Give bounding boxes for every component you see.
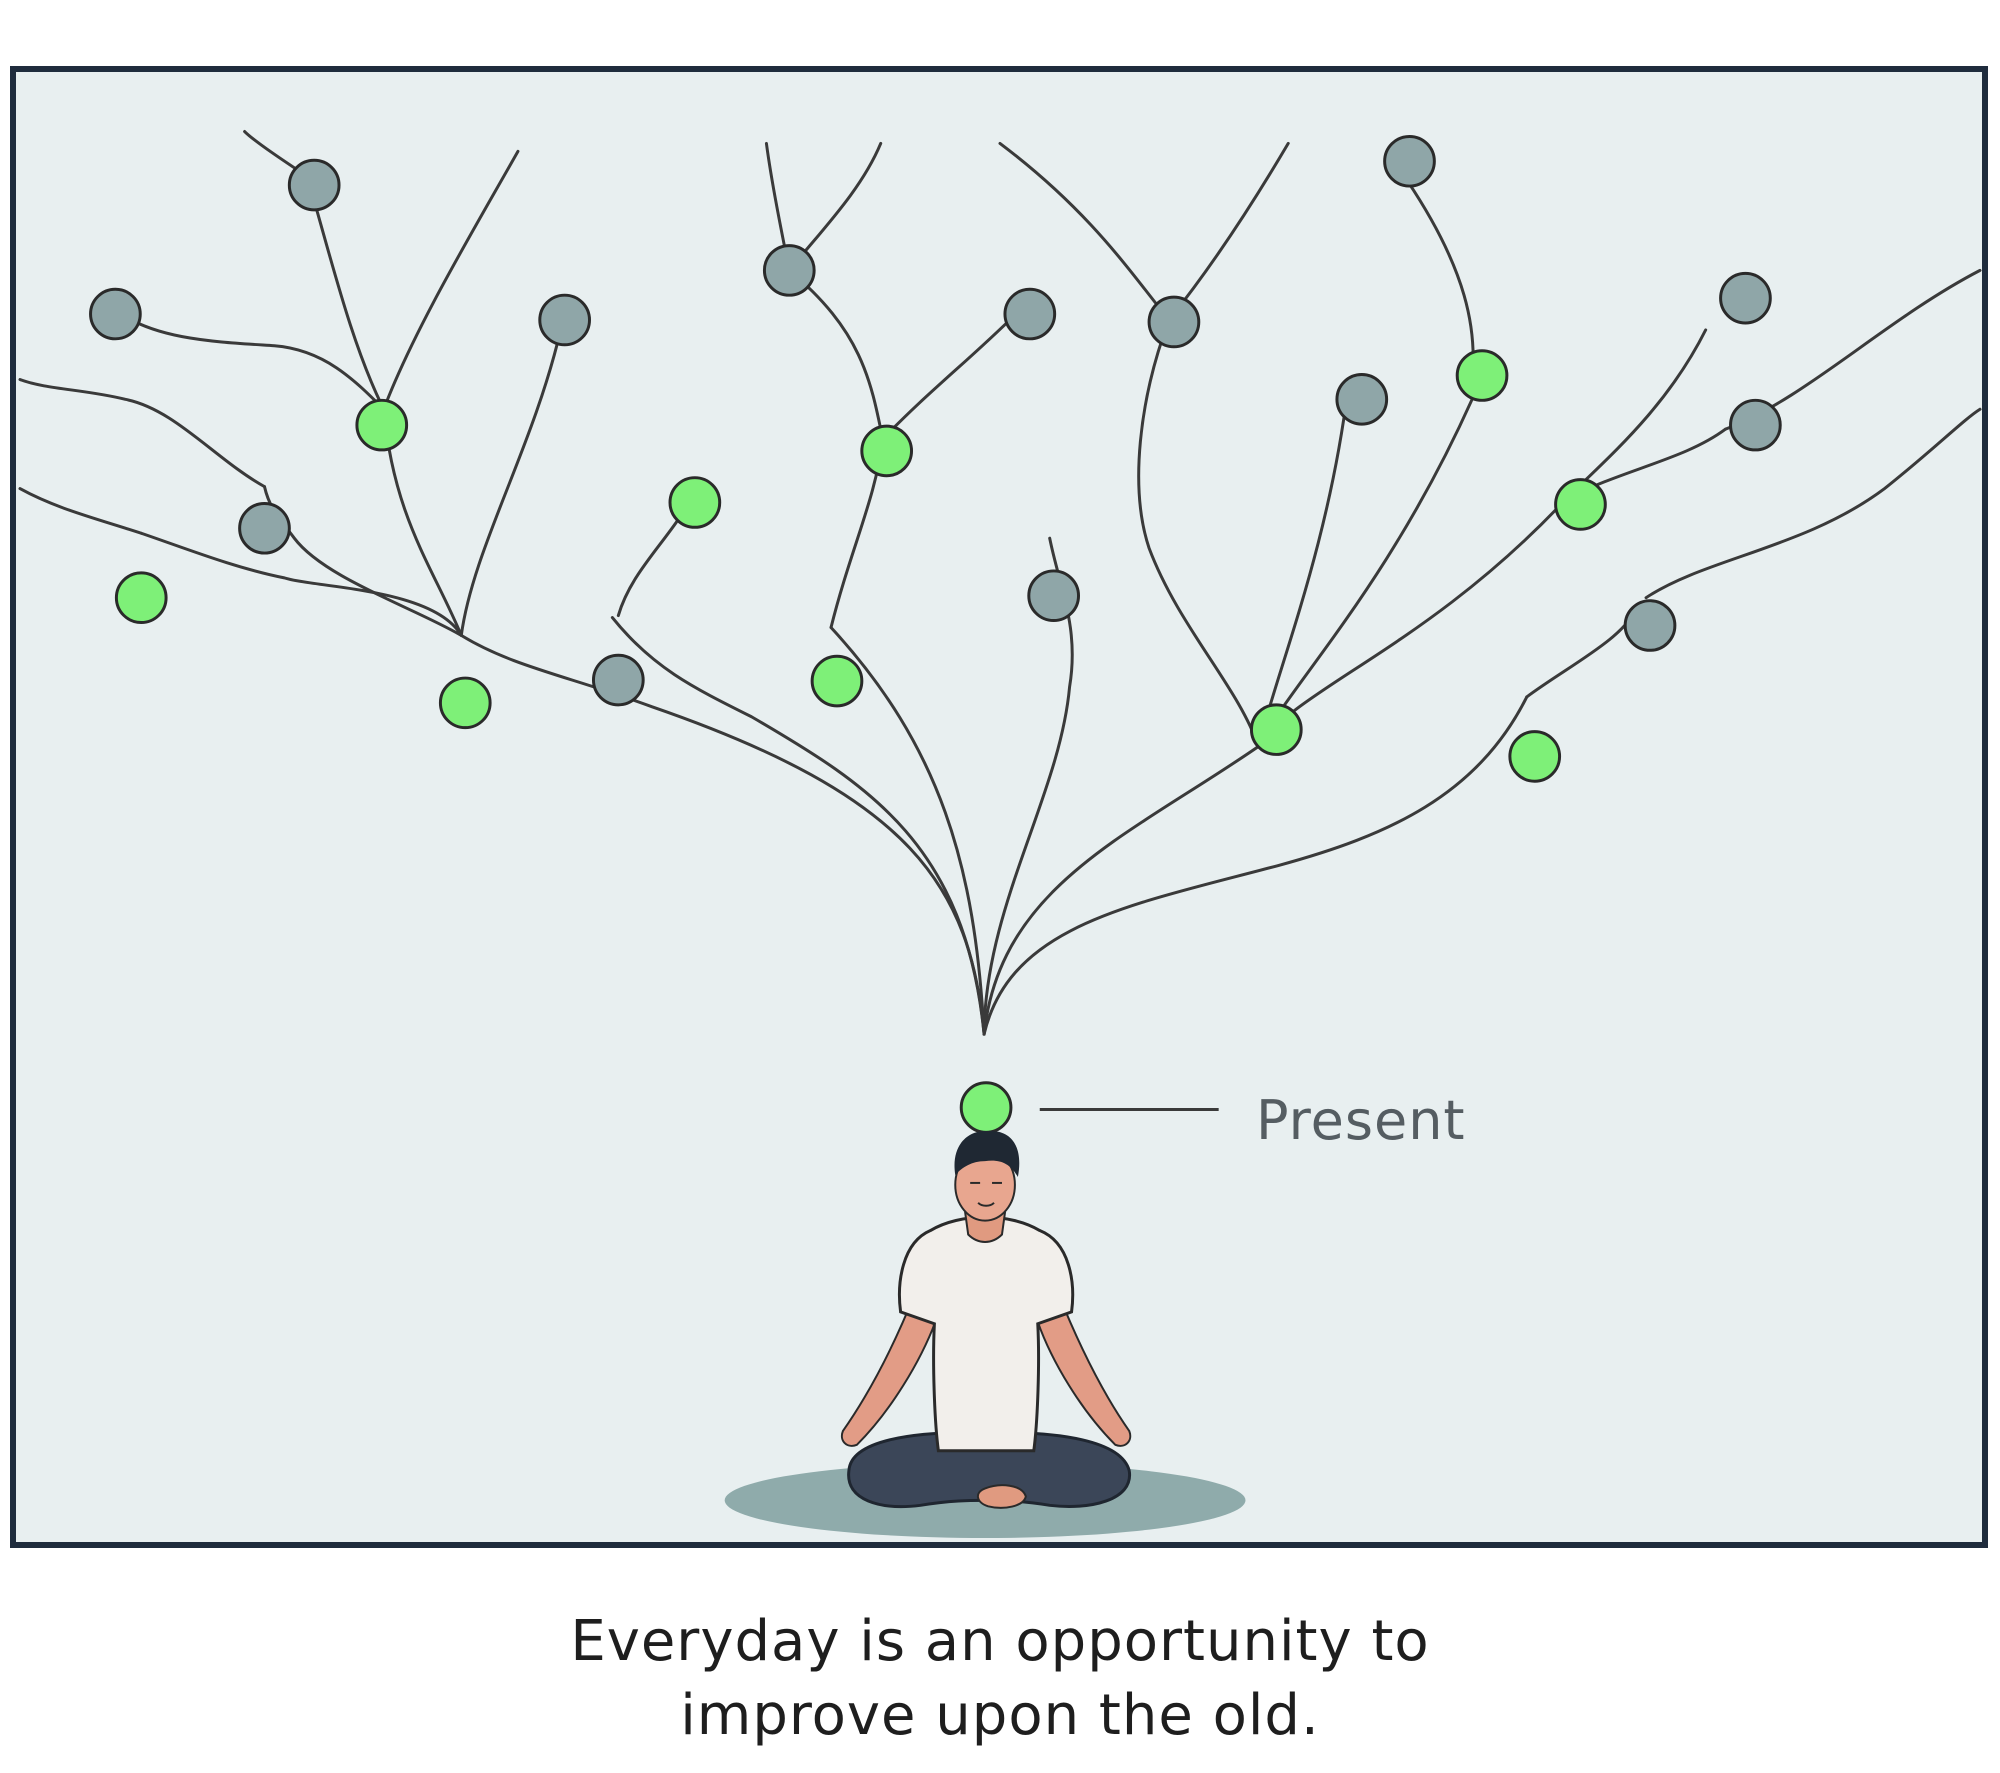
- branch-L1-d: [459, 328, 563, 637]
- caption-line-2: improve upon the old.: [680, 1683, 1320, 1748]
- branch-lines: [18, 130, 1982, 1036]
- node-inactive: [1719, 271, 1772, 325]
- branch-node-e: [787, 268, 885, 441]
- active-nodes: [114, 349, 1607, 1134]
- node-active: [1554, 478, 1607, 531]
- branch-node-k: [1406, 179, 1475, 381]
- branch-L5-b: [1256, 387, 1350, 748]
- branch-node-f: [881, 308, 1022, 441]
- branch-node-i: [998, 141, 1171, 322]
- node-active: [1508, 730, 1562, 783]
- branch-L5-a: [1137, 318, 1260, 748]
- branch-gray-left-edge: [18, 378, 266, 489]
- inactive-nodes: [89, 134, 1782, 707]
- node-inactive: [287, 158, 341, 212]
- node-inactive: [1729, 398, 1782, 452]
- node-inactive: [238, 501, 291, 555]
- node-active: [860, 424, 914, 478]
- node-active: [810, 654, 864, 708]
- node-inactive: [591, 653, 645, 707]
- node-active: [355, 398, 409, 452]
- node-inactive: [1003, 287, 1057, 341]
- branch-present-to-L6: [982, 695, 1529, 1036]
- branch-node-b: [312, 199, 386, 411]
- branch-present-to-L2: [610, 616, 986, 1036]
- node-active: [114, 571, 168, 624]
- decision-tree: [18, 130, 1982, 1539]
- node-inactive: [89, 287, 142, 341]
- branch-L1-a: [139, 531, 463, 637]
- node-active: [1455, 349, 1509, 402]
- foot: [977, 1484, 1027, 1509]
- left-arm: [841, 1289, 937, 1447]
- mouth: [977, 1202, 995, 1207]
- node-inactive: [538, 293, 591, 347]
- branch-node-c: [382, 149, 520, 411]
- branch-L6-up: [1525, 606, 1638, 699]
- meditating-person-illustration: [724, 1131, 1246, 1539]
- present-label: Present: [1256, 1089, 1466, 1152]
- node-active: [668, 476, 722, 529]
- diagram-frame: Present: [10, 66, 1988, 1548]
- node-inactive: [1027, 569, 1081, 623]
- node-inactive: [1383, 134, 1436, 188]
- node-inactive: [1147, 295, 1201, 349]
- branch-L5-c: [1256, 397, 1474, 748]
- right-arm: [1036, 1289, 1132, 1447]
- node-active: [438, 676, 492, 730]
- branch-L1-b: [262, 485, 463, 637]
- torso-shirt: [897, 1215, 1075, 1453]
- node-active: [1249, 703, 1303, 756]
- caption-line-1: Everyday is an opportunity to: [570, 1609, 1430, 1674]
- node-present: [959, 1081, 1013, 1134]
- branch-L6-edge: [1644, 407, 1982, 600]
- branch-node-l: [1565, 328, 1708, 501]
- node-inactive: [1335, 373, 1389, 426]
- node-inactive: [1623, 599, 1677, 652]
- neck: [964, 1211, 1007, 1243]
- branch-green-left-edge: [18, 487, 143, 535]
- caption: Everyday is an opportunity to improve up…: [0, 1605, 2000, 1753]
- branch-present-to-L5: [982, 745, 1260, 1036]
- branch-node-a: [113, 308, 386, 411]
- branch-present-to-L1: [459, 633, 986, 1036]
- node-inactive: [762, 244, 816, 297]
- branch-present-to-L3: [829, 625, 986, 1036]
- hair: [954, 1131, 1020, 1177]
- branch-node-j: [1167, 141, 1290, 322]
